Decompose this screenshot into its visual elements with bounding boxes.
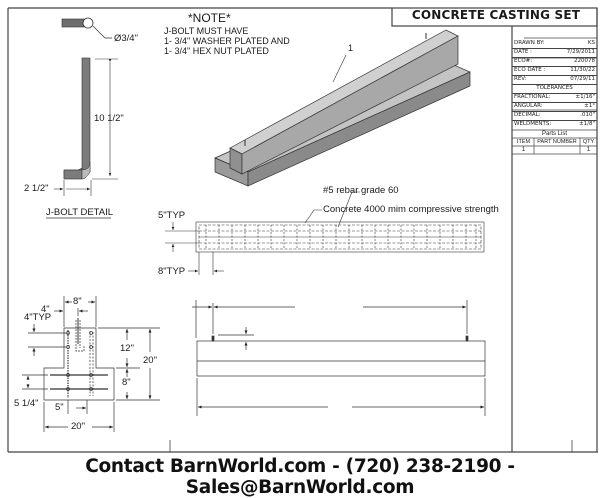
drawing-title: CONCRETE CASTING SET [411, 8, 581, 22]
jbolt-foot-label: 2 1/2" [24, 183, 49, 194]
note-title: *NOTE* [188, 11, 231, 25]
field-eco-number: ECO#: 220078 [512, 57, 597, 67]
col-part-number: PART NUMBER [537, 139, 577, 145]
note-line-2: 1- 3/4" WASHER PLATED AND [164, 36, 290, 46]
section-rebar-spacing-v: 5 1/4" [14, 398, 39, 409]
col-qty: QTY [582, 139, 595, 145]
elevation-view [192, 300, 486, 416]
note-line-3: 1- 3/4" HEX NUT PLATED [164, 46, 269, 56]
note-line-1: J-BOLT MUST HAVE [164, 26, 249, 36]
parts-list-header: Parts List [541, 131, 567, 137]
item-balloon: 1 [348, 43, 354, 53]
rebar-callout: #5 rebar grade 60 [323, 185, 399, 196]
section-top-width: 8" [73, 296, 82, 307]
jbolt-diameter-label: Ø3/4" [114, 33, 138, 44]
field-date: DATE : 7/29/2011 [512, 48, 597, 58]
section-base-width: 20" [71, 421, 85, 432]
tolerance-weldments: WELDMENTS: ±1/8" [514, 121, 595, 127]
jbolt-side-view [46, 57, 118, 219]
section-bolt-spacing: 4"TYP [24, 312, 52, 323]
drawing-sheet: CONCRETE CASTING SET DRAWN BY: KS DATE :… [7, 7, 598, 498]
section-total-height: 20" [143, 355, 157, 366]
contact-footer: Contact BarnWorld.com - (720) 238-2190 -… [85, 456, 515, 498]
jbolt-top-view [61, 17, 112, 39]
tolerances-header: TOLERANCES [512, 84, 597, 94]
isometric-beam-view [214, 29, 471, 187]
section-rebar-spacing-h: 5" [55, 402, 64, 413]
tolerance-decimal: DECIMAL: .010" [512, 111, 597, 121]
jbolt-height-label: 10 1/2" [94, 113, 124, 124]
spacing-vertical-label: 5"TYP [158, 210, 186, 221]
concrete-callout: Concrete 4000 mim compressive strength [323, 204, 499, 215]
tolerance-angular: ANGULAR: ±1° [512, 102, 597, 112]
cross-section-view [22, 296, 160, 432]
drawing-border [7, 7, 598, 453]
col-item: ITEM [516, 139, 531, 145]
field-drawn-by: DRAWN BY: KS [512, 39, 597, 49]
section-upper-height: 12" [120, 343, 134, 354]
tolerance-fractional: FRACTIONAL: ±1/16" [512, 93, 597, 103]
field-eco-date: ECO DATE : 11/30/22 [512, 66, 597, 76]
row-item: 1 [521, 147, 526, 153]
plan-view-rebar [165, 191, 485, 275]
field-rev: REV: 07/29/11 [512, 75, 597, 85]
drawing-linework [7, 7, 598, 453]
section-bolt-offset: 4" [41, 304, 50, 315]
title-block-lines [512, 37, 597, 155]
spacing-horizontal-label: 8"TYP [158, 266, 186, 277]
section-lower-height: 8" [122, 377, 131, 388]
row-qty: 1 [586, 147, 591, 153]
jbolt-detail-label: J-BOLT DETAIL [46, 207, 114, 218]
